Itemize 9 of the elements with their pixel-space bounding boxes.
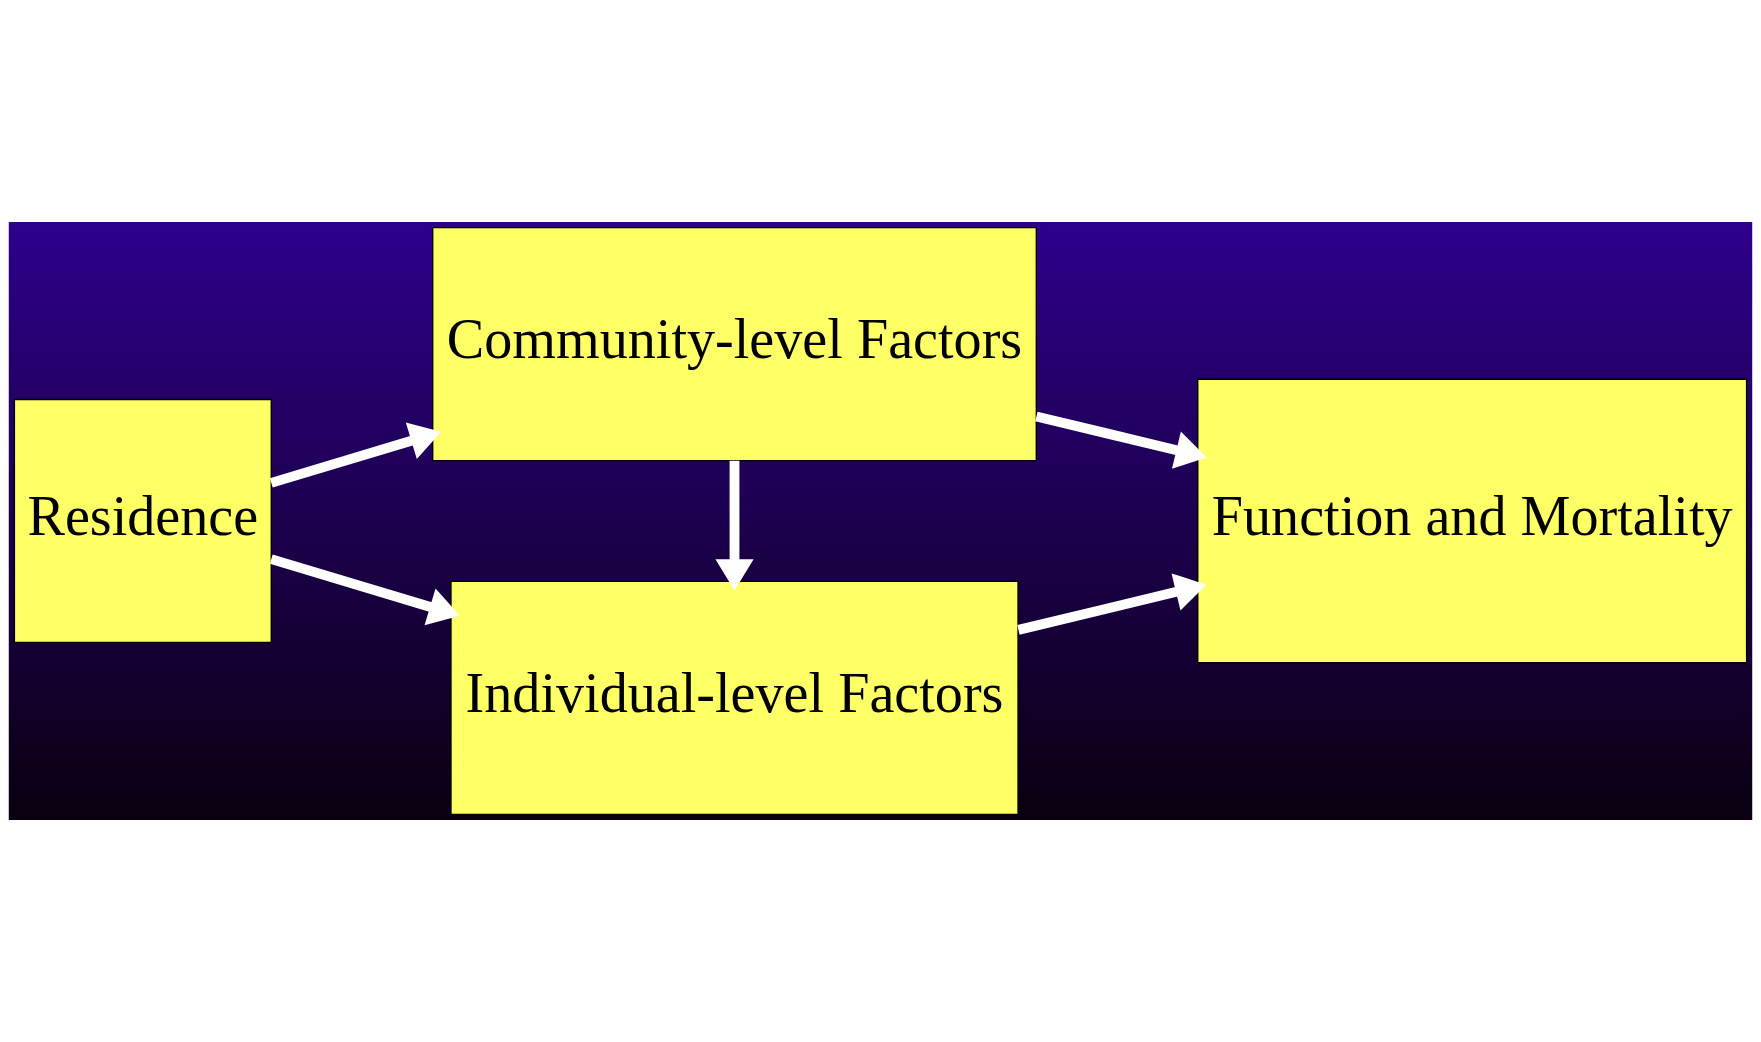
arrow [715, 460, 754, 591]
node-box: Individual-level Factors [450, 580, 1019, 816]
node-box: Community-level Factors [432, 226, 1037, 462]
arrow [269, 554, 460, 626]
arrow [1017, 573, 1207, 635]
arrow [1035, 411, 1207, 469]
node-box: Function and Mortality [1197, 378, 1748, 664]
node-box: Residence [13, 398, 272, 644]
arrow [269, 422, 442, 488]
